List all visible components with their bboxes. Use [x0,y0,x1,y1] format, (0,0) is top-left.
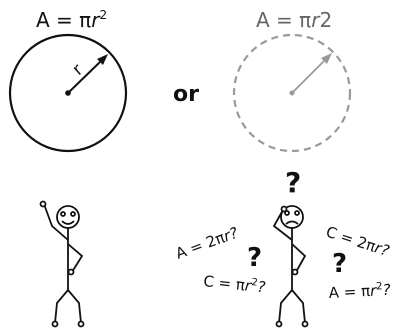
happy-right-hand [69,270,74,275]
happy-left-hand [41,202,46,207]
happy-stick-figure [41,202,84,327]
formula-a-2pir: A = 2πr? [173,224,240,263]
confused-legs [279,290,305,323]
confused-left-foot [277,322,282,327]
happy-left-foot [53,322,58,327]
happy-right-foot [79,322,84,327]
left-formula: A = πr2 [36,8,107,32]
happy-right-eye [71,212,75,216]
question-mark-right: ? [332,249,347,279]
formula-a-pir2: A = πr2? [328,281,391,302]
right-formula: A = πr2 [256,8,332,32]
smile [62,221,74,224]
dashed-circle [234,35,350,151]
confused-hip-arm [292,244,305,272]
confused-right-foot [303,322,308,327]
dashed-radius-line [292,61,324,93]
question-mark-top: ? [285,166,301,199]
radius-label: r [69,60,88,80]
happy-hip-arm [68,244,82,272]
solid-circle: r [10,35,126,151]
happy-legs [55,290,81,323]
or-label: or [173,82,199,107]
frown [286,222,298,225]
confused-right-eye [295,211,299,215]
confused-right-hand [293,270,298,275]
happy-left-eye [61,212,65,216]
confused-left-hand [282,207,287,212]
question-mark-left: ? [247,243,262,273]
formula-c-pir2: C = πr2? [203,272,267,296]
confused-stick-figure [274,206,308,327]
